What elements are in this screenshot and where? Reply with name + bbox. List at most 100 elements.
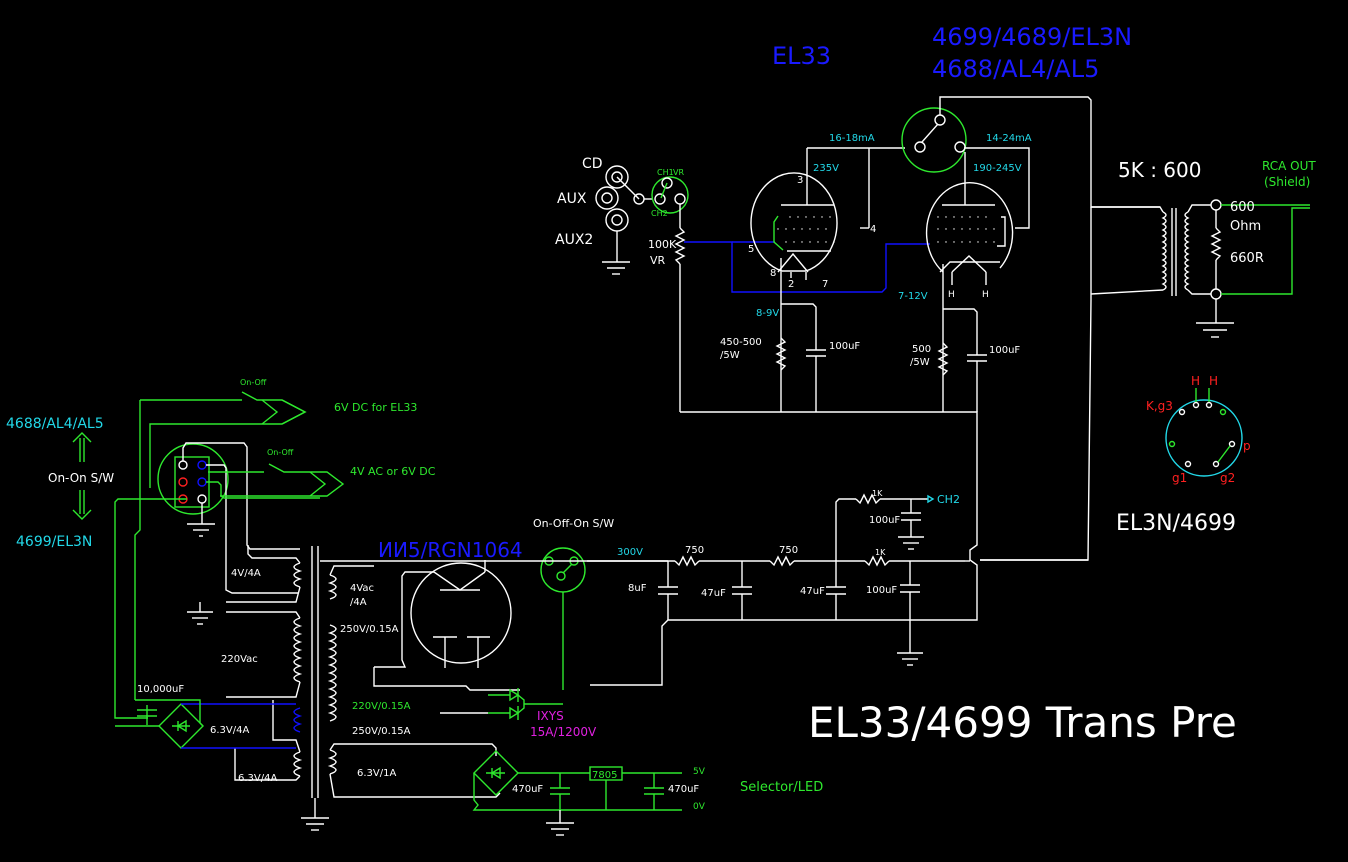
schematic-title: EL33/4699 Trans Pre — [808, 698, 1237, 747]
pt-sec-w1b: /4A — [350, 597, 367, 608]
output-rk-power: /5W — [910, 357, 930, 368]
regulator-section — [472, 750, 682, 836]
ot-impedance-1: 600 — [1230, 200, 1255, 215]
output-plate-voltage: 190-245V — [973, 163, 1022, 174]
reg-5v-label: 5V — [693, 767, 706, 777]
driver-cathode-voltage: 8-9V — [756, 308, 779, 319]
input-selector-switch[interactable] — [651, 176, 689, 214]
grid-signal-wire — [684, 241, 930, 293]
driver-pin-5: 5 — [748, 244, 754, 255]
ot-impedance-2: Ohm — [1230, 219, 1261, 234]
input-aux2: AUX2 — [555, 232, 593, 248]
heater-cap-value: 10,000uF — [137, 684, 184, 695]
switch2-label: On-Off — [267, 448, 294, 457]
pin-g1-label: g1 — [1172, 471, 1187, 485]
pt-sec-w3: 220V/0.15A — [352, 701, 411, 712]
ot-ratio: 5K : 600 — [1118, 158, 1201, 182]
heater-switch-label: On-On S/W — [48, 471, 114, 485]
driver-rk-power: /5W — [720, 350, 740, 361]
reg-0v-label: 0V — [693, 802, 706, 812]
pt-pri-w1: 4V/4A — [231, 568, 261, 579]
filter-r4: 1K — [875, 548, 886, 557]
heater-output-switch-2[interactable] — [208, 463, 345, 497]
rca-out-shield — [1221, 207, 1310, 295]
ot-load-resistor: 660R — [1230, 251, 1264, 266]
reg-purpose-label: Selector/LED — [740, 780, 823, 795]
filter-c4: 100uF — [869, 515, 900, 526]
filter-r3: 1K — [872, 489, 883, 498]
heater-output-switch-1[interactable] — [134, 391, 307, 700]
regulator-label: 7805 — [592, 770, 617, 781]
output-ck-value: 100uF — [989, 345, 1020, 356]
heater-select-arrows — [72, 432, 92, 520]
bplus-voltage: 300V — [617, 547, 643, 558]
pt-pri-w3: 6.3V/4A — [210, 725, 249, 736]
pin-h2-label: H — [1209, 374, 1218, 388]
heater-bridge-rectifier — [115, 699, 296, 749]
switch1-label: On-Off — [240, 378, 267, 387]
volume-pot[interactable] — [674, 204, 686, 412]
output-rk-value: 500 — [912, 344, 931, 355]
pin-p-label: p — [1243, 439, 1251, 453]
output-tube-label-1: 4699/4689/EL3N — [932, 23, 1132, 51]
driver-tube-label: EL33 — [772, 42, 831, 70]
heater-bottom-label: 4699/EL3N — [16, 534, 92, 550]
pin-h1-label: H — [1191, 374, 1200, 388]
heater-top-label: 4688/AL4/AL5 — [6, 416, 104, 432]
rectifier-tube-label: ИИ5/RGN1064 — [378, 538, 523, 562]
output-cathode-voltage: 7-12V — [898, 291, 928, 302]
plate-selector-switch[interactable] — [901, 96, 1160, 208]
driver-tube — [750, 147, 905, 412]
filter-r2: 750 — [779, 545, 798, 556]
filter-c5: 100uF — [866, 585, 897, 596]
pinout-diagram — [1165, 388, 1243, 477]
pin-g2-label: g2 — [1220, 471, 1235, 485]
output-current: 14-24mA — [986, 133, 1032, 144]
pt-sec-w2: 250V/0.15A — [340, 624, 399, 635]
output-tube — [925, 147, 1030, 412]
input-jacks — [595, 165, 653, 275]
hv-diodes — [440, 688, 563, 720]
heater-selector-switch[interactable] — [114, 442, 465, 719]
selector-vr: VR — [673, 168, 684, 177]
switch2-output: 4V AC or 6V DC — [350, 465, 436, 478]
diode-label-1: IXYS — [537, 709, 564, 723]
ch2-output-label: CH2 — [937, 493, 960, 506]
rectifier-tube — [373, 560, 520, 691]
driver-pin-2: 2 — [788, 279, 794, 290]
pin-k-label: K,g3 — [1146, 399, 1173, 413]
driver-pin-3: 3 — [797, 175, 803, 186]
reg-cap-in: 470uF — [512, 784, 543, 795]
bplus-filter — [320, 493, 1088, 666]
switch1-output: 6V DC for EL33 — [334, 401, 417, 414]
driver-current: 16-18mA — [829, 133, 875, 144]
power-switch[interactable] — [540, 547, 586, 690]
pt-pri-w4: 6.3V/4A — [238, 773, 277, 784]
volume-label: VR — [650, 254, 666, 267]
pt-sec-w5: 6.3V/1A — [357, 768, 396, 779]
output-cathode-bias — [937, 308, 987, 412]
rca-shield-label: (Shield) — [1264, 175, 1310, 189]
filter-c2: 47uF — [701, 588, 726, 599]
input-aux: AUX — [557, 191, 587, 207]
filter-r1: 750 — [685, 545, 704, 556]
power-switch-label: On-Off-On S/W — [533, 517, 614, 530]
diode-label-2: 15A/1200V — [530, 725, 597, 739]
driver-plate-voltage: 235V — [813, 163, 839, 174]
driver-pin-4: 4 — [870, 224, 876, 235]
output-pin-h1: H — [948, 290, 955, 300]
pt-sec-w1a: 4Vac — [350, 583, 374, 594]
filter-c3: 47uF — [800, 586, 825, 597]
reg-cap-out: 470uF — [668, 784, 699, 795]
pinout-title: EL3N/4699 — [1116, 511, 1236, 536]
filter-c1: 8uF — [628, 583, 647, 594]
selector-ch2: CH2 — [651, 209, 668, 218]
output-tube-label-2: 4688/AL4/AL5 — [932, 55, 1099, 83]
output-transformer — [1090, 199, 1234, 338]
driver-pin-8: 8 — [770, 268, 776, 279]
driver-cathode-bias — [775, 303, 826, 412]
pt-sec-w4: 250V/0.15A — [352, 726, 411, 737]
input-cd: CD — [582, 156, 603, 172]
driver-pin-7: 7 — [822, 279, 828, 290]
